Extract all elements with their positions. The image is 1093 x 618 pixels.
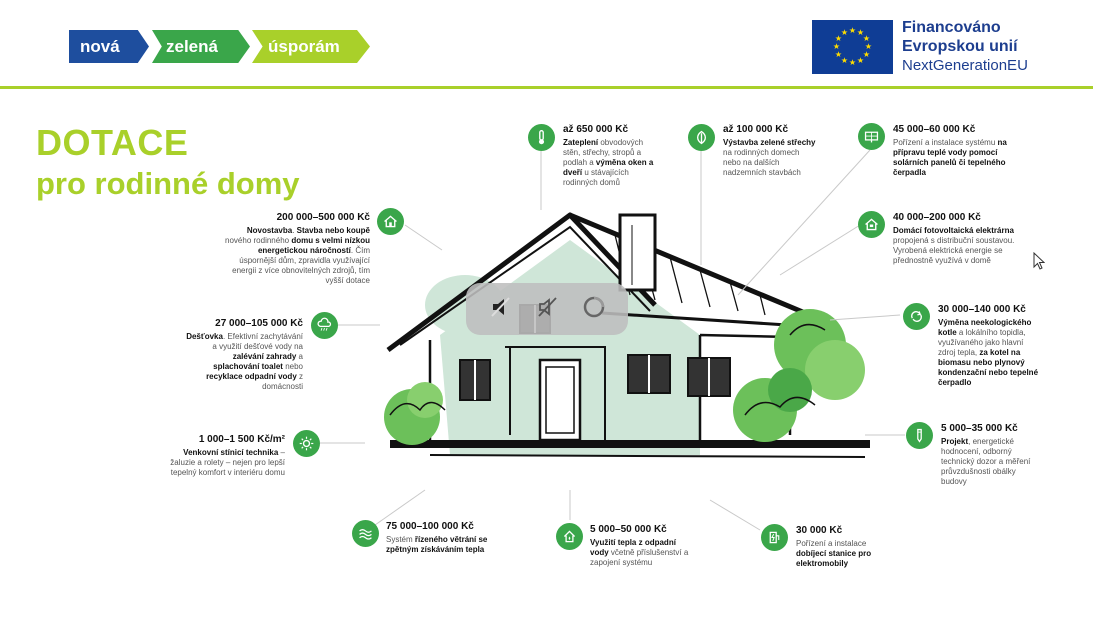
item-desc: Využití tepla z odpadní vody včetně přís… — [590, 538, 689, 567]
rain-cloud-icon — [311, 312, 338, 339]
item-desc: Pořízení a instalace dobíjecí stanice pr… — [796, 539, 872, 568]
svg-text:★: ★ — [833, 42, 840, 51]
media-controls-overlay[interactable] — [466, 283, 628, 335]
eu-line-1: Financováno — [902, 19, 1001, 36]
eu-flag-icon: ★ ★ ★ ★ ★ ★ ★ ★ ★ ★ ★ ★ — [812, 20, 893, 74]
item-zelene-strechy: až 100 000 Kč Výstavba zelené střechy na… — [723, 124, 818, 178]
item-zatepleni: až 650 000 Kč Zateplení obvodových stěn,… — [563, 124, 658, 188]
svg-text:★: ★ — [835, 34, 842, 43]
item-amount: 30 000–140 000 Kč — [938, 304, 1026, 315]
mouse-cursor-icon — [1033, 252, 1045, 270]
charging-station-icon — [761, 524, 788, 551]
svg-text:★: ★ — [835, 50, 842, 59]
svg-text:★: ★ — [863, 50, 870, 59]
item-desc: Novostavba. Stavba nebo koupě nového rod… — [225, 226, 370, 285]
brand-chip-nova: nová — [69, 30, 149, 63]
svg-text:★: ★ — [841, 56, 848, 65]
leaf-icon — [688, 124, 715, 151]
item-amount: 45 000–60 000 Kč — [893, 124, 976, 135]
item-nabijeni: 30 000 Kč Pořízení a instalace dobíjecí … — [796, 525, 886, 569]
page-title: DOTACE — [36, 122, 189, 163]
item-amount: 30 000 Kč — [796, 525, 843, 536]
item-amount: až 650 000 Kč — [563, 124, 629, 135]
item-desc: Venkovní stínicí technika – žaluzie a ro… — [170, 448, 285, 477]
item-kotle: 30 000–140 000 Kč Výměna neekologického … — [938, 304, 1038, 388]
eu-line-3: NextGenerationEU — [902, 57, 1028, 74]
item-amount: 40 000–200 000 Kč — [893, 212, 981, 223]
item-desc: Systém řízeného větrání se zpětným získá… — [386, 535, 488, 554]
item-stineni: 1 000–1 500 Kč/m² Venkovní stínicí techn… — [170, 434, 285, 478]
item-fotovoltaika: 40 000–200 000 Kč Domácí fotovoltaická e… — [893, 212, 1021, 266]
item-projekt: 5 000–35 000 Kč Projekt, energetické hod… — [941, 423, 1036, 487]
svg-text:★: ★ — [857, 28, 864, 37]
pencil-icon — [906, 422, 933, 449]
item-amount: 5 000–35 000 Kč — [941, 423, 1018, 434]
item-solar: 45 000–60 000 Kč Pořízení a instalace sy… — [893, 124, 1018, 178]
sun-icon — [293, 430, 320, 457]
item-amount: 200 000–500 000 Kč — [276, 212, 370, 223]
item-vetrani: 75 000–100 000 Kč Systém řízeného větrán… — [386, 521, 496, 555]
brand-chip-zelena: zelená — [152, 30, 250, 63]
chip-label: úsporám — [268, 36, 340, 56]
item-desc: Pořízení a instalace systému na přípravu… — [893, 138, 1007, 177]
chip-label: zelená — [166, 36, 218, 56]
item-desc: Výstavba zelené střechy na rodinných dom… — [723, 138, 816, 177]
solar-panel-icon — [858, 123, 885, 150]
item-desc: Projekt, energetické hodnocení, odborný … — [941, 437, 1031, 486]
svg-text:★: ★ — [857, 56, 864, 65]
chip-label: nová — [80, 36, 120, 56]
item-amount: 27 000–105 000 Kč — [215, 318, 303, 329]
svg-text:★: ★ — [849, 26, 856, 35]
house-icon — [377, 208, 404, 235]
header-divider — [0, 86, 1093, 89]
svg-text:★: ★ — [841, 28, 848, 37]
eu-funding-label: Financováno Evropskou unií NextGeneratio… — [902, 18, 1028, 75]
air-waves-icon — [352, 520, 379, 547]
item-desc: Výměna neekologického kotle a lokálního … — [938, 318, 1039, 387]
muted-speaker-icon[interactable] — [487, 293, 515, 326]
svg-text:★: ★ — [865, 42, 872, 51]
item-teplo-odpadni-voda: 5 000–50 000 Kč Využití tepla z odpadní … — [590, 524, 690, 568]
brand-chip-usporam: úsporám — [252, 30, 370, 63]
loading-spinner-icon — [581, 294, 607, 325]
svg-text:★: ★ — [849, 58, 856, 67]
recycle-heat-icon — [903, 303, 930, 330]
item-desc: Dešťovka. Efektivní zachytávání a využit… — [186, 332, 303, 391]
house-solar-icon — [858, 211, 885, 238]
item-destovka: 27 000–105 000 Kč Dešťovka. Efektivní za… — [185, 318, 303, 392]
thermometer-icon — [528, 124, 555, 151]
eu-line-2: Evropskou unií — [902, 38, 1018, 55]
house-water-icon — [556, 523, 583, 550]
item-desc: Domácí fotovoltaická elektrárna propojen… — [893, 226, 1015, 265]
item-novostavba: 200 000–500 000 Kč Novostavba. Stavba ne… — [225, 212, 370, 286]
item-amount: až 100 000 Kč — [723, 124, 789, 135]
item-amount: 5 000–50 000 Kč — [590, 524, 667, 535]
item-amount: 75 000–100 000 Kč — [386, 521, 474, 532]
item-desc: Zateplení obvodových stěn, střechy, stro… — [563, 138, 654, 187]
page-subtitle: pro rodinné domy — [36, 166, 300, 201]
svg-text:★: ★ — [863, 34, 870, 43]
volume-muted-icon[interactable] — [534, 293, 562, 326]
item-amount: 1 000–1 500 Kč/m² — [198, 434, 285, 445]
